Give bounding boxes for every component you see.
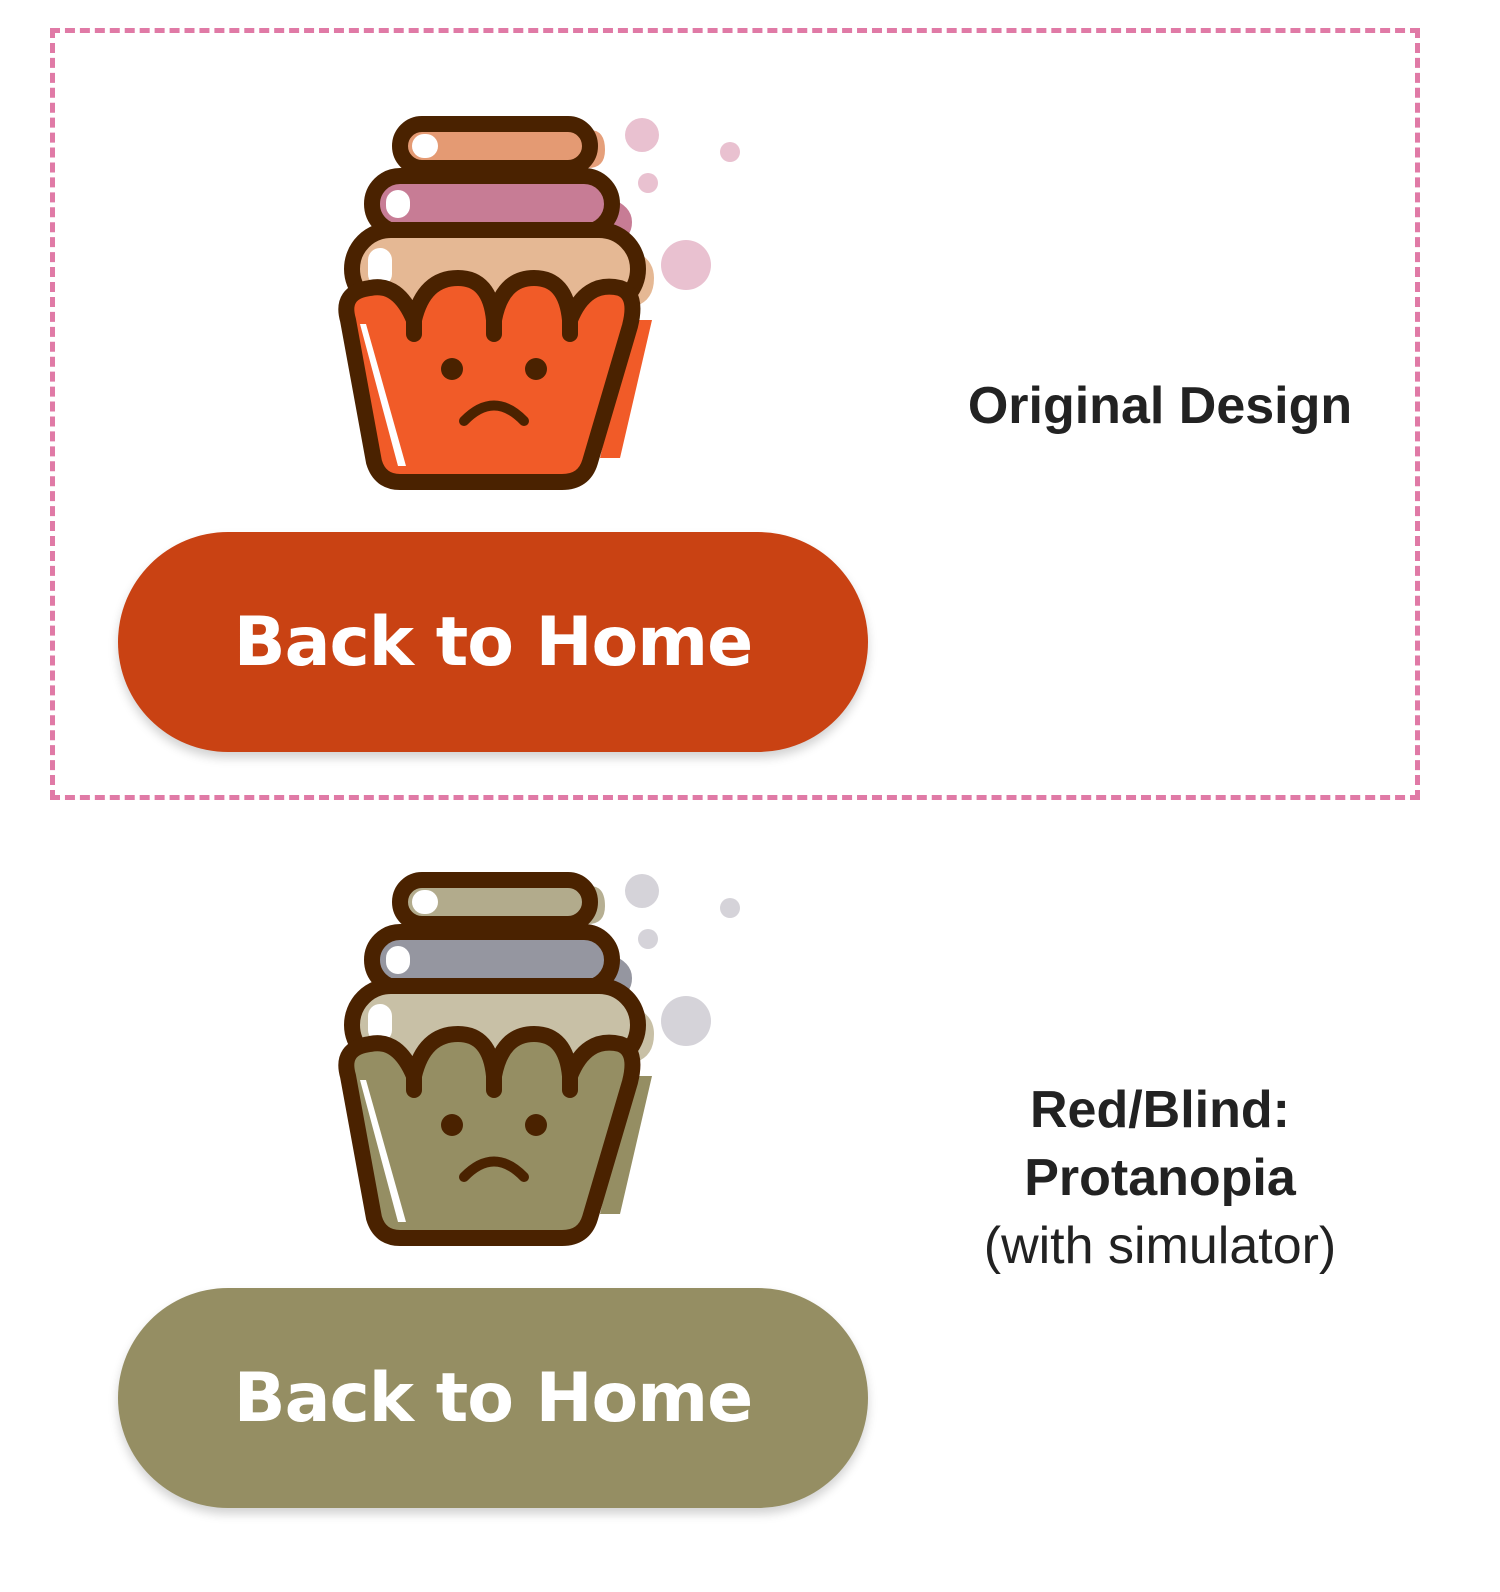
frosting-middle-highlight bbox=[386, 190, 410, 218]
bubble bbox=[661, 240, 711, 290]
frosting-top-highlight bbox=[412, 890, 438, 914]
bubble bbox=[638, 929, 658, 949]
bubble bbox=[638, 173, 658, 193]
caption: Original Design bbox=[920, 372, 1400, 440]
caption: Red/Blind: Protanopia (with simulator) bbox=[920, 1076, 1400, 1280]
left-eye bbox=[441, 1114, 463, 1136]
cup-highlight bbox=[360, 1080, 406, 1222]
frosting-bottom-highlight bbox=[368, 248, 392, 286]
back-to-home-button[interactable]: Back to Home bbox=[118, 1288, 868, 1508]
protanopia-panel: Back to Home Red/Blind: Protanopia (with… bbox=[0, 776, 1500, 1556]
cup-body bbox=[338, 1026, 641, 1246]
sad-cupcake-icon bbox=[338, 116, 740, 490]
caption-subtitle: Protanopia bbox=[1024, 1149, 1296, 1207]
left-eye bbox=[441, 358, 463, 380]
frosting-bottom-highlight bbox=[368, 1004, 392, 1042]
frown bbox=[459, 1156, 529, 1182]
bubble bbox=[625, 118, 659, 152]
frown bbox=[459, 400, 529, 426]
caption-title: Original Design bbox=[967, 377, 1353, 435]
caption-title: Red/Blind: bbox=[1030, 1081, 1290, 1139]
bubble bbox=[625, 874, 659, 908]
bubble bbox=[720, 898, 740, 918]
cup-shade bbox=[600, 1076, 652, 1214]
original-design-panel: Back to Home Original Design bbox=[0, 20, 1500, 800]
cup-shade bbox=[600, 320, 652, 458]
caption-note: (with simulator) bbox=[983, 1217, 1337, 1275]
frosting-middle-highlight bbox=[386, 946, 410, 974]
back-to-home-button[interactable]: Back to Home bbox=[118, 532, 868, 752]
cup-body bbox=[338, 270, 641, 490]
bubble bbox=[720, 142, 740, 162]
highlight-frame bbox=[50, 28, 1420, 800]
cup-highlight bbox=[360, 324, 406, 466]
bubble bbox=[661, 996, 711, 1046]
frosting-top-highlight bbox=[412, 134, 438, 158]
right-eye bbox=[525, 1114, 547, 1136]
right-eye bbox=[525, 358, 547, 380]
sad-cupcake-icon bbox=[338, 872, 740, 1246]
